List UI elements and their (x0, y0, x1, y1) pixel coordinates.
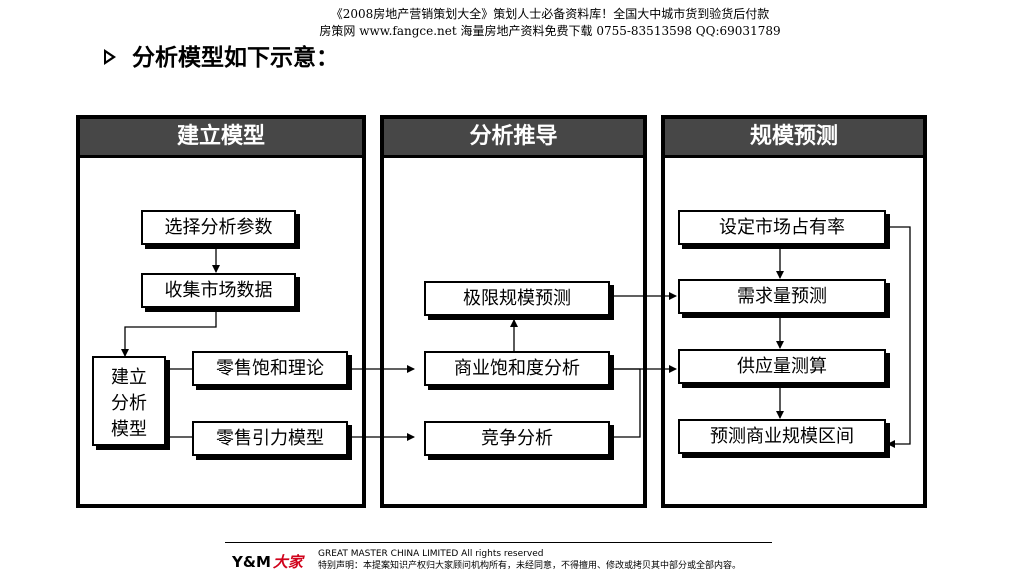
node-collect-data: 收集市场数据 (141, 273, 296, 308)
node-supply-calc: 供应量测算 (678, 349, 886, 384)
node-build-model-line: 建立 (111, 367, 147, 388)
footer-copyright: GREAT MASTER CHINA LIMITED All rights re… (318, 548, 741, 572)
node-build-model: 建立 分析 模型 (92, 356, 166, 446)
panel-title: 建立模型 (80, 119, 362, 158)
edge-share-to-range (887, 226, 911, 448)
header-line-2: 房策网 www.fangce.net 海量房地产资料免费下载 0755-8351… (319, 24, 781, 38)
node-build-model-line: 分析 (111, 393, 147, 414)
slide-title: 分析模型如下示意： (104, 38, 339, 72)
disclaimer-line: 特别声明：本提案知识产权归大家顾问机构所有，未经同意，不得擅用、修改或拷贝其中部… (318, 561, 742, 571)
footer-divider (225, 542, 772, 543)
node-retail-gravity: 零售引力模型 (192, 421, 348, 456)
edge-collect-to-model (121, 309, 217, 357)
panel-title: 分析推导 (384, 119, 643, 158)
arrow-bullet-icon (104, 48, 116, 65)
node-select-params: 选择分析参数 (141, 210, 296, 245)
node-limit-scale: 极限规模预测 (424, 281, 610, 316)
node-retail-saturation: 零售饱和理论 (192, 351, 348, 386)
node-demand-forecast: 需求量预测 (678, 279, 886, 314)
slide-title-text: 分析模型如下示意： (132, 45, 339, 71)
node-scale-range: 预测商业规模区间 (678, 419, 886, 454)
node-build-model-line: 模型 (111, 419, 147, 440)
node-market-share: 设定市场占有率 (678, 210, 886, 245)
node-commercial-saturation: 商业饱和度分析 (424, 351, 610, 386)
header-line-1: 《2008房地产营销策划大全》策划人士必备资料库！全国大中城市货到验货后付款 (330, 7, 770, 21)
panel-title: 规模预测 (665, 119, 923, 158)
logo-text-brand: 大家 (272, 553, 303, 571)
copyright-line: GREAT MASTER CHINA LIMITED All rights re… (318, 549, 544, 559)
node-competition: 竞争分析 (424, 421, 610, 456)
logo-text: Y&M (232, 553, 271, 571)
edge-competition-join (612, 368, 641, 438)
